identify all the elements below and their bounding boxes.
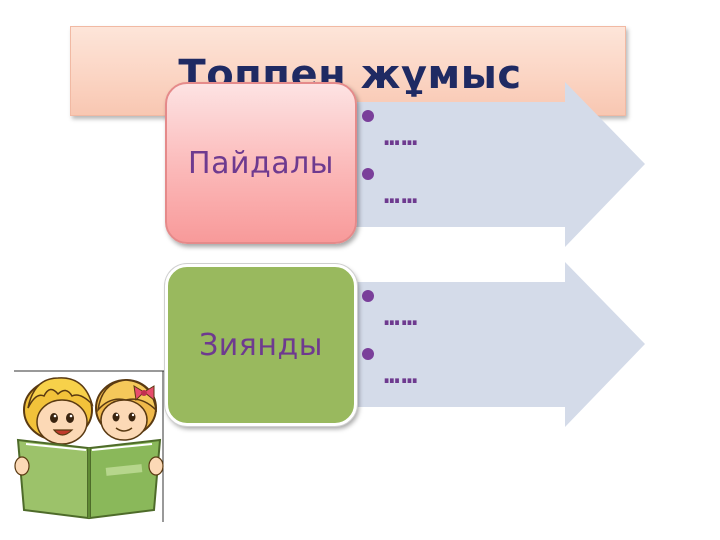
bullet-dot-icon bbox=[362, 110, 374, 122]
arrow-useful bbox=[300, 82, 645, 247]
category-label-harmful: Зиянды bbox=[199, 327, 323, 363]
category-box-useful: Пайдалы bbox=[165, 82, 357, 244]
category-label-useful: Пайдалы bbox=[188, 145, 334, 181]
bullet-dot-icon bbox=[362, 290, 374, 302]
category-box-harmful: Зиянды bbox=[165, 264, 357, 426]
bullet-text: …… bbox=[384, 122, 420, 152]
children-reading-book-icon bbox=[14, 370, 164, 522]
arrow-harmful bbox=[300, 262, 645, 427]
bullet-dot-icon bbox=[362, 168, 374, 180]
bullet-text: …… bbox=[384, 360, 420, 390]
bullet-dot-icon bbox=[362, 348, 374, 360]
bullet-text: …… bbox=[384, 180, 420, 210]
bullet-text: …… bbox=[384, 302, 420, 332]
